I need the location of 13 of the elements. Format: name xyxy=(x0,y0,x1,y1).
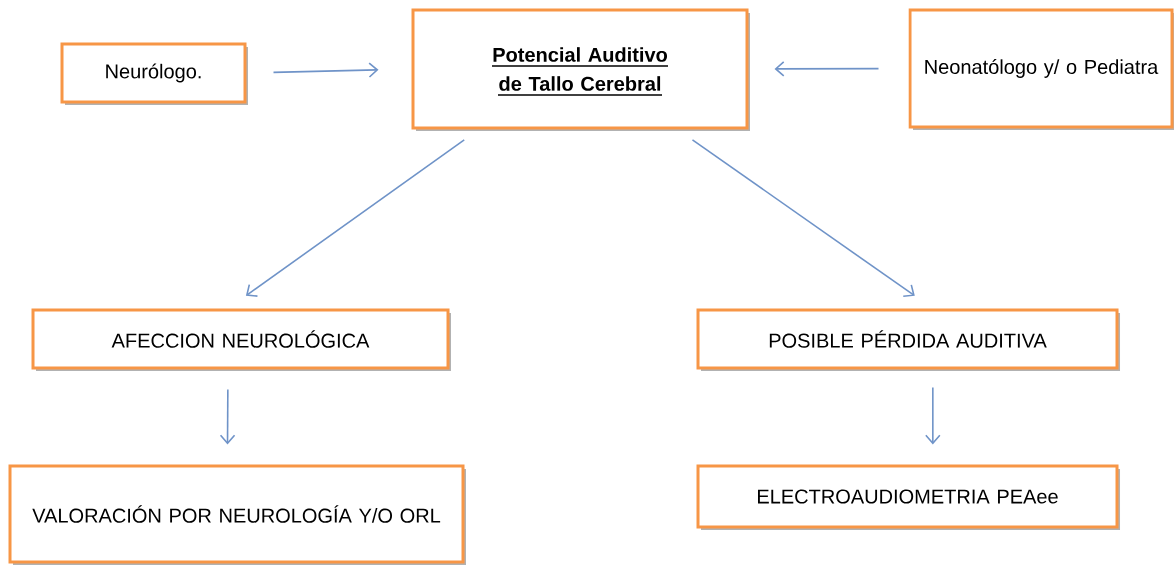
arrow xyxy=(774,61,880,77)
process-box: Neurólogo. xyxy=(60,42,248,105)
arrow xyxy=(691,139,915,298)
arrow xyxy=(925,386,941,445)
arrow xyxy=(219,388,236,445)
process-box: ELECTROAUDIOMETRIA PEAee xyxy=(696,464,1120,530)
process-box: Potencial Auditivo de Tallo Cerebral xyxy=(411,8,750,131)
process-box: VALORACIÓN POR NEUROLOGÍA Y/O ORL xyxy=(8,464,466,565)
arrow xyxy=(245,139,466,297)
process-box: AFECCION NEUROLÓGICA xyxy=(31,308,451,371)
arrow xyxy=(272,62,379,78)
process-box: POSIBLE PÉRDIDA AUDITIVA xyxy=(696,308,1120,371)
process-box: Neonatólogo y/ o Pediatra xyxy=(908,8,1174,130)
